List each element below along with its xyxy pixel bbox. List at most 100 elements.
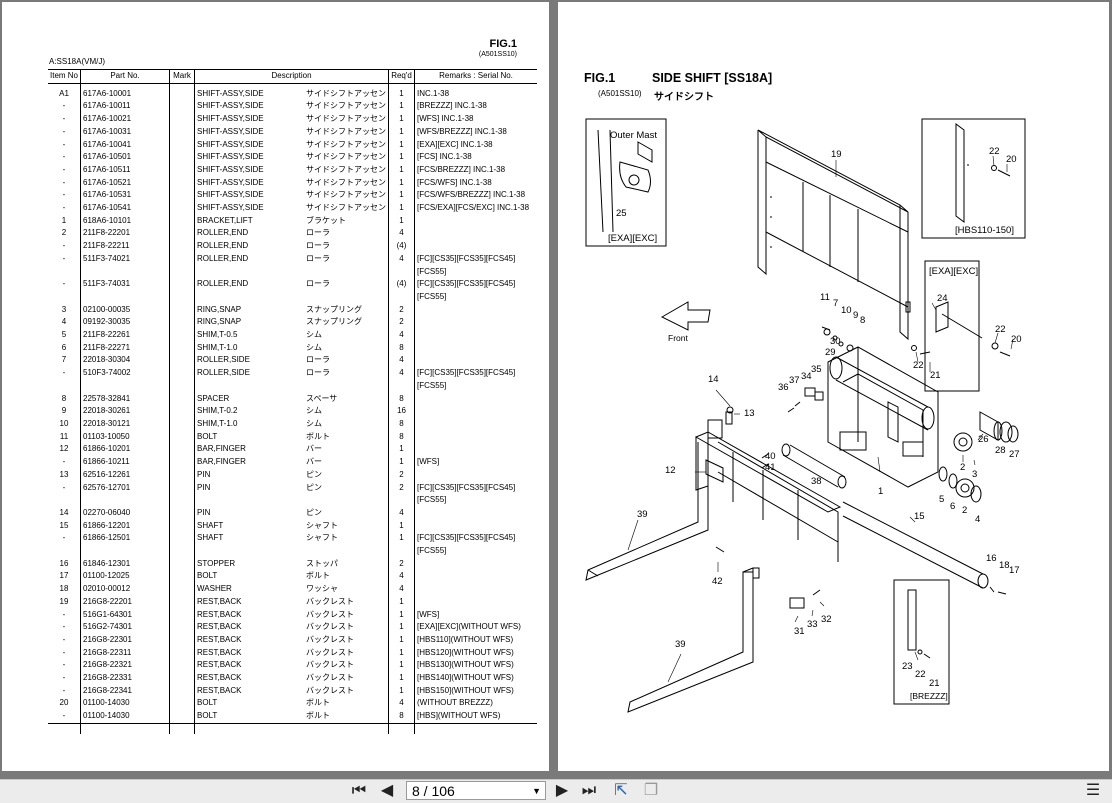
cell-part-no: 01100-14030 [80, 710, 170, 724]
chevron-down-icon[interactable]: ▼ [532, 786, 541, 796]
cell-remarks [414, 240, 538, 253]
cell-item-no: - [62, 685, 66, 695]
cell-remarks: [FC][CS35][FCS35][FCS45] [414, 252, 538, 266]
copy-icon[interactable]: ❐ [643, 782, 659, 799]
col-part-no: Part No. [80, 69, 170, 84]
cell-part-no: 617A6-10521 [80, 176, 170, 190]
cell-remarks: [FCS55] [414, 379, 538, 393]
cell-remarks: [FCS55] [414, 265, 538, 279]
last-page-icon[interactable]: ⏭ [581, 782, 597, 799]
cell-description: BAR,FINGER [194, 443, 305, 457]
cell-item-no: 5 [61, 330, 67, 340]
callout-7: 7 [833, 298, 838, 309]
cell-description: SHIM,T-0.5 [194, 329, 305, 342]
cell-reqd: 4 [388, 354, 415, 368]
cell-item-no: 6 [61, 342, 67, 352]
callout-36: 36 [778, 382, 789, 393]
cell-reqd [388, 379, 415, 393]
cell-description: SHIFT-ASSY,SIDE [194, 100, 305, 114]
cell-mark [169, 202, 195, 215]
cell-description-jp: バックレスト [306, 647, 355, 657]
cell-mark [169, 456, 195, 469]
callout-34: 34 [801, 371, 812, 382]
cell-description: STOPPER [194, 557, 305, 571]
cell-description-jp: バックレスト [306, 634, 355, 644]
cell-description: BOLT [194, 710, 305, 724]
parts-table: Item No Part No. Mark Description Req'd … [48, 69, 538, 734]
cell-remarks: [EXA][EXC](WITHOUT WFS) [414, 621, 538, 634]
cell-reqd: 8 [388, 710, 415, 724]
cell-description-jp: シム [306, 406, 323, 416]
fork-upper [585, 442, 709, 581]
export-icon[interactable]: ⇱ [614, 782, 628, 799]
callout-25: 25 [616, 208, 627, 219]
cell-reqd: 1 [388, 595, 415, 609]
cell-reqd: 1 [388, 456, 415, 469]
cell-description-jp: ローラ [306, 355, 331, 365]
cell-description-jp: ローラ [306, 253, 331, 263]
cell-mark [169, 468, 195, 482]
cell-item-no: 10 [59, 418, 69, 428]
cell-mark [169, 697, 195, 711]
viewer-toolbar: ⏮ ◀ 8 / 106 ▼ ▶ ⏭ ⇱ ❐ ☰ [0, 779, 1112, 803]
cell-part-no: 62516-12261 [80, 468, 170, 482]
cell-description-jp: シム [306, 418, 323, 428]
cell-remarks: [HBS130](WITHOUT WFS) [414, 659, 538, 673]
cell-mark [169, 506, 195, 520]
callout-26: 26 [978, 434, 989, 445]
cell-part-no: 617A6-10001 [80, 83, 170, 101]
cell-mark [169, 329, 195, 342]
cell-item-no: - [62, 711, 66, 721]
cell-part-no [80, 545, 170, 558]
cell-part-no: 62576-12701 [80, 481, 170, 495]
callout-30: 30 [830, 336, 841, 347]
cell-mark [169, 646, 195, 660]
cell-reqd: 1 [388, 684, 415, 698]
cell-item-no: - [62, 253, 66, 263]
cell-mark [169, 621, 195, 634]
page-number-input[interactable]: 8 / 106 ▼ [406, 781, 546, 800]
exa-exc-bracket [905, 301, 1011, 357]
callout-2: 2 [960, 462, 965, 473]
callout-22-b: 22 [995, 324, 1006, 335]
callout-32: 32 [821, 614, 832, 625]
callout-40: 40 [765, 451, 776, 462]
callout-21-b: 21 [929, 678, 940, 689]
cell-item-no: 2 [61, 228, 67, 238]
cell-remarks [414, 392, 538, 406]
first-page-icon[interactable]: ⏮ [351, 782, 367, 799]
callout-4: 4 [975, 514, 980, 525]
cell-reqd: 2 [388, 303, 415, 317]
cell-reqd: 1 [388, 83, 415, 101]
notes-icon[interactable]: ☰ [1085, 782, 1101, 799]
cell-description: SHIFT-ASSY,SIDE [194, 189, 305, 203]
cell-part-no: 617A6-10501 [80, 151, 170, 164]
cell-reqd [388, 545, 415, 558]
cell-description: SPACER [194, 392, 305, 406]
fork-carriage [694, 419, 842, 562]
cell-mark [169, 278, 195, 291]
prev-page-icon[interactable]: ◀ [380, 782, 394, 799]
next-page-icon[interactable]: ▶ [555, 782, 569, 799]
callout-14: 14 [708, 374, 719, 385]
cell-reqd: 1 [388, 113, 415, 126]
callout-9: 9 [853, 310, 858, 321]
inset-brezzz [893, 579, 950, 705]
cell-item-no: 14 [59, 507, 69, 517]
cell-part-no: 211F8-22261 [80, 329, 170, 342]
cell-item-no: 19 [59, 596, 69, 606]
cell-part-no: 61866-10201 [80, 443, 170, 457]
callout-24: 24 [937, 293, 948, 304]
cell-item-no: 20 [59, 698, 69, 708]
cell-item-no: 12 [59, 444, 69, 454]
